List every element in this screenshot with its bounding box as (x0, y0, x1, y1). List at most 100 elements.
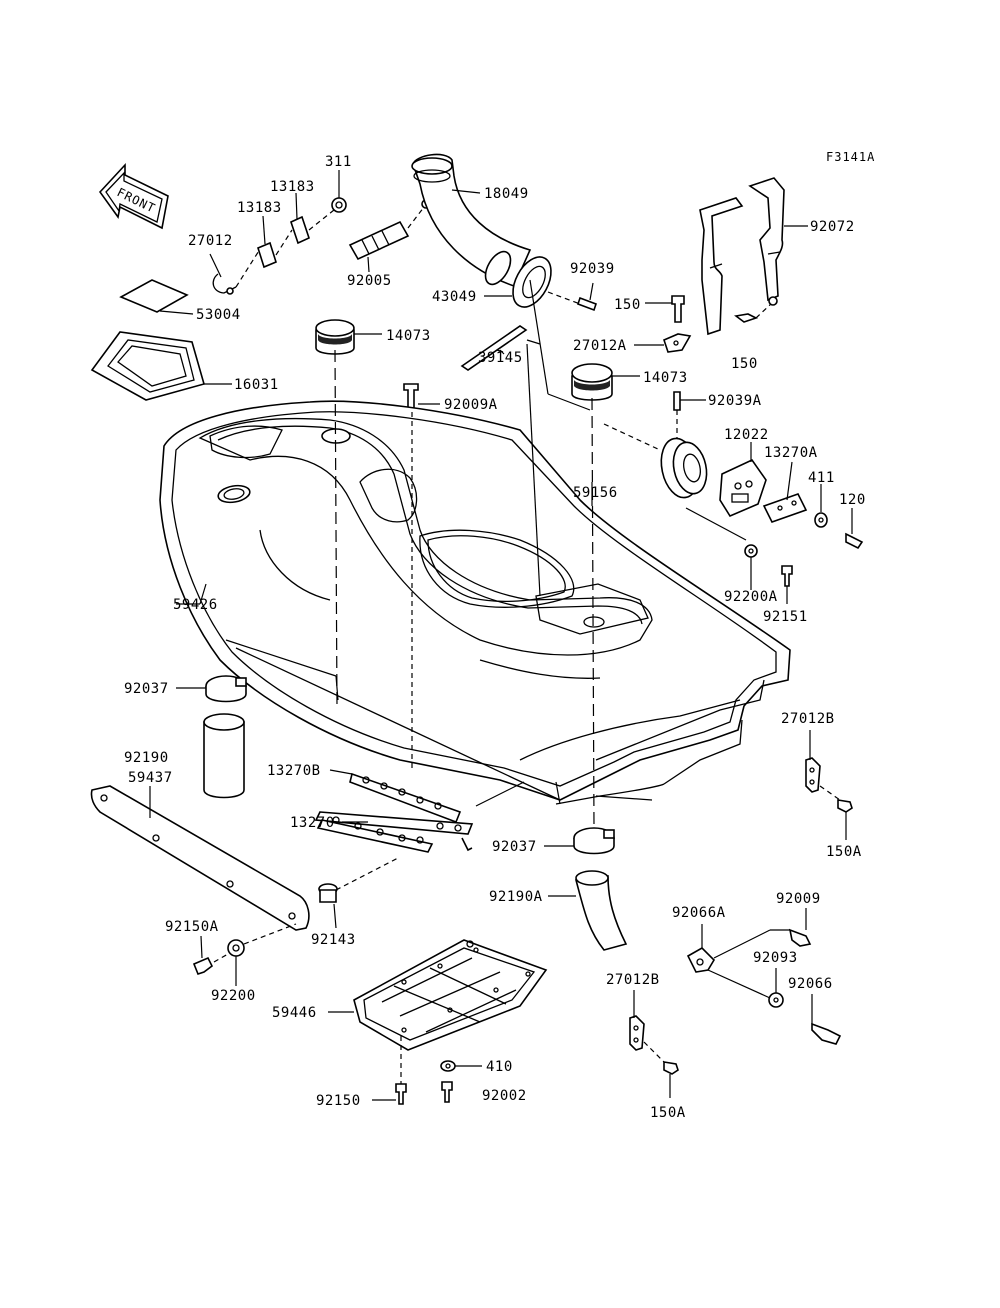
duct-18049 (411, 153, 532, 287)
label-92039A: 92039A (708, 393, 762, 409)
clip-27012B-a (805, 730, 841, 801)
label-150: 150 (614, 297, 641, 313)
washer-92093 (768, 968, 784, 1008)
bracket-27012A (634, 333, 692, 353)
label-150A-b: 150A (650, 1105, 686, 1121)
label-92009: 92009 (776, 891, 821, 907)
label-120: 120 (839, 492, 866, 508)
label-12022: 12022 (724, 427, 769, 443)
label-27012B-a: 27012B (781, 711, 835, 727)
pin-92143 (318, 857, 399, 929)
clamp-92037a (176, 675, 247, 703)
label-59437: 59437 (128, 770, 173, 786)
label-14073-b: 14073 (643, 370, 688, 386)
bolt-92150A (192, 935, 229, 975)
label-53004: 53004 (196, 307, 241, 323)
bolt-92150 (372, 1036, 407, 1105)
label-92190A: 92190A (489, 889, 543, 905)
label-92093: 92093 (753, 950, 798, 966)
gasket-43049 (484, 256, 552, 308)
label-16031: 16031 (234, 377, 279, 393)
bolt-92009 (788, 908, 812, 947)
label-13270A: 13270A (764, 445, 818, 461)
clamp-92037b (544, 827, 615, 855)
strip-39145 (460, 325, 528, 371)
label-150A-a: 150A (826, 844, 862, 860)
plate-13183b (290, 192, 310, 245)
decal-53004 (119, 279, 194, 315)
plate-12022 (719, 442, 767, 518)
label-18049: 18049 (484, 186, 529, 202)
label-92002: 92002 (482, 1088, 527, 1104)
hose-92190A (548, 870, 628, 951)
fitting-thruhull (603, 423, 708, 499)
washer-92200A (744, 544, 758, 590)
label-13183-a: 13183 (270, 179, 315, 195)
bolt-92009A (403, 383, 440, 409)
fitting-92066 (811, 994, 842, 1045)
label-59156: 59156 (573, 485, 618, 501)
bolt-92151 (781, 565, 793, 604)
clip-27012 (209, 245, 263, 295)
screw-92039 (547, 282, 598, 312)
label-27012A: 27012A (573, 338, 627, 354)
label-92200A: 92200A (724, 589, 778, 605)
label-92072: 92072 (810, 219, 855, 235)
fitting-92066A (686, 924, 790, 999)
screw-92039A (673, 391, 706, 440)
label-92039: 92039 (570, 261, 615, 277)
label-311: 311 (325, 154, 352, 170)
clip-27012B-b (629, 990, 665, 1063)
label-13183-b: 13183 (237, 200, 282, 216)
strap-92072 (699, 177, 808, 336)
label-27012B-b: 27012B (606, 972, 660, 988)
bar-13270 (314, 811, 474, 853)
cap-14073b (571, 363, 640, 401)
label-92037-a: 92037 (124, 681, 169, 697)
label-150-b: 150 (731, 356, 758, 372)
nut-311 (331, 170, 347, 213)
label-92037-b: 92037 (492, 839, 537, 855)
plate-13183a (257, 215, 277, 269)
label-92150A: 92150A (165, 919, 219, 935)
label-92190: 92190 (124, 750, 169, 766)
front-arrow-icon: FRONT (98, 162, 169, 230)
label-27012: 27012 (188, 233, 233, 249)
washer-410 (440, 1060, 482, 1072)
washer-411 (814, 484, 828, 528)
label-410: 410 (486, 1059, 513, 1075)
storage-bin-16031 (90, 331, 232, 401)
fitting-92005 (348, 199, 431, 273)
hose-92190 (203, 713, 245, 799)
figure-code: F3141A (826, 150, 875, 164)
label-13270: 13270 (290, 815, 335, 831)
label-92150: 92150 (316, 1093, 361, 1109)
label-92151: 92151 (763, 609, 808, 625)
label-92200: 92200 (211, 988, 256, 1004)
label-43049: 43049 (432, 289, 477, 305)
bolt-150A-a (837, 799, 853, 840)
bolt-150A-b (663, 1061, 679, 1098)
part-labels: 311 18049 13183 13183 27012 92005 92039 … (124, 154, 866, 1121)
bolt-150 (645, 295, 685, 323)
label-39145: 39145 (478, 350, 523, 366)
guard-59437 (90, 785, 310, 931)
grate-59446 (328, 939, 548, 1051)
bar-13270A (762, 461, 808, 523)
bolt-120 (845, 508, 864, 550)
cap-14073a (315, 319, 382, 355)
bolt-92002 (441, 1081, 453, 1103)
label-92066: 92066 (788, 976, 833, 992)
label-92143: 92143 (311, 932, 356, 948)
label-13270B: 13270B (267, 763, 321, 779)
label-92005: 92005 (347, 273, 392, 289)
washer-92200 (227, 923, 297, 986)
label-14073-a: 14073 (386, 328, 431, 344)
label-92066A: 92066A (672, 905, 726, 921)
hull-59426 (159, 400, 791, 805)
label-59446: 59446 (272, 1005, 317, 1021)
label-411: 411 (808, 470, 835, 486)
label-59426: 59426 (173, 597, 218, 613)
label-92009A: 92009A (444, 397, 498, 413)
